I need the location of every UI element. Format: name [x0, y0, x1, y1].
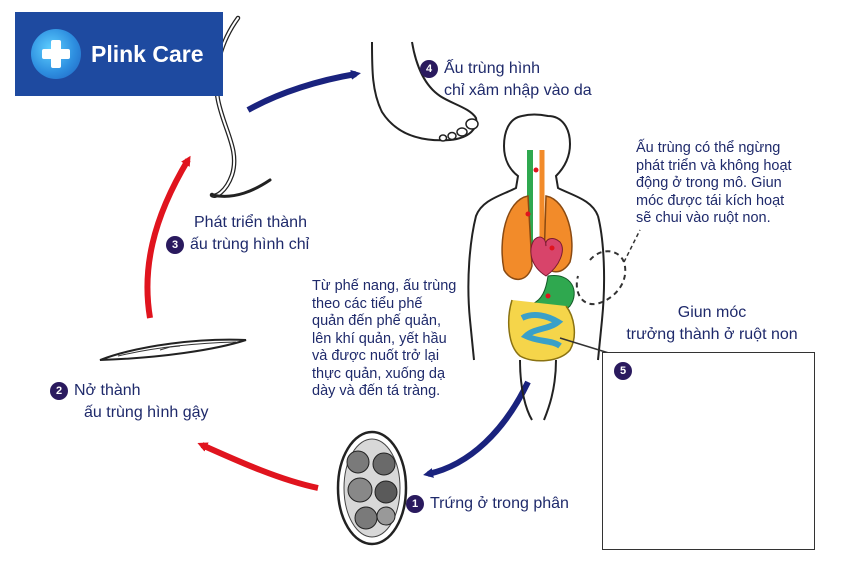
stage-4-number: 4: [420, 59, 438, 78]
dormant-note-line: phát triển và không hoạt: [636, 157, 792, 174]
stage-5-number: 5: [614, 362, 632, 380]
stage-1-line-1: Trứng ở trong phân: [430, 495, 569, 512]
brand-logo: Plink Care: [15, 12, 223, 96]
adult-hookworm-panel: [602, 352, 815, 550]
migration-note-line: dày và đến tá tràng.: [312, 383, 441, 399]
migration-note-line: lên khí quản, yết hầu: [312, 330, 447, 347]
migration-note: Từ phế nang, ấu trùng theo các tiểu phế …: [312, 278, 456, 401]
migration-note-line: quản đến phế quản,: [312, 313, 442, 329]
stage-2-line-1: Nở thành: [74, 382, 141, 399]
adult-hookworm-title: Giun móc trưởng thành ở ruột non: [606, 302, 818, 346]
stage-3-number: 3: [166, 235, 184, 254]
foot-illustration: [371, 41, 479, 142]
rhabditiform-larva-illustration: [99, 338, 247, 361]
dormant-callout: [575, 250, 627, 306]
human-body-illustration: [467, 113, 606, 421]
stage-4-label: 4 Ấu trùng hình chỉ xâm nhập vào da: [420, 58, 592, 102]
stage-2-label: 2 Nở thành ấu trùng hình gậy: [50, 380, 209, 424]
stage-1-number: 1: [406, 494, 424, 513]
arrow-egg-to-rhabditiform: [197, 442, 319, 491]
plink-care-logo-icon: [31, 29, 81, 79]
adult-title-line-1: Giun móc: [677, 304, 747, 321]
brand-name: Plink Care: [91, 40, 204, 67]
arrow-body-to-egg: [423, 380, 531, 478]
dormant-note-line: sẽ chui vào ruột non.: [636, 210, 771, 226]
stage-3-line-1: Phát triển thành: [194, 214, 307, 231]
stage-1-label: 1 Trứng ở trong phân: [406, 493, 569, 515]
adult-title-line-2: trưởng thành ở ruột non: [626, 326, 798, 343]
stage-2-line-2: ấu trùng hình gậy: [84, 404, 209, 421]
migration-note-line: và được nuốt trở lại: [312, 348, 440, 364]
egg-illustration: [336, 430, 408, 546]
stage-4-line-2: chỉ xâm nhập vào da: [444, 82, 592, 99]
migration-note-line: theo các tiểu phế: [312, 295, 423, 312]
dormant-note-line: móc được tái kích hoạt: [636, 192, 785, 209]
dormant-note-line: Ấu trùng có thể ngừng: [636, 140, 781, 156]
stage-2-number: 2: [50, 381, 68, 400]
migration-note-line: Từ phế nang, ấu trùng: [312, 278, 457, 294]
migration-note-line: thực quản, xuống dạ: [312, 365, 446, 382]
dormant-note-line: động ở trong mô. Giun: [636, 175, 782, 191]
arrow-rhabditiform-to-filariform: [144, 155, 191, 319]
stage-3-label: Phát triển thành 3 ấu trùng hình chỉ: [166, 212, 309, 256]
stage-4-line-1: Ấu trùng hình: [444, 60, 541, 77]
stage-3-line-2: ấu trùng hình chỉ: [190, 236, 310, 253]
arrow-filariform-to-skin: [246, 69, 361, 113]
dormant-note: Ấu trùng có thể ngừng phát triển và khôn…: [636, 140, 792, 228]
